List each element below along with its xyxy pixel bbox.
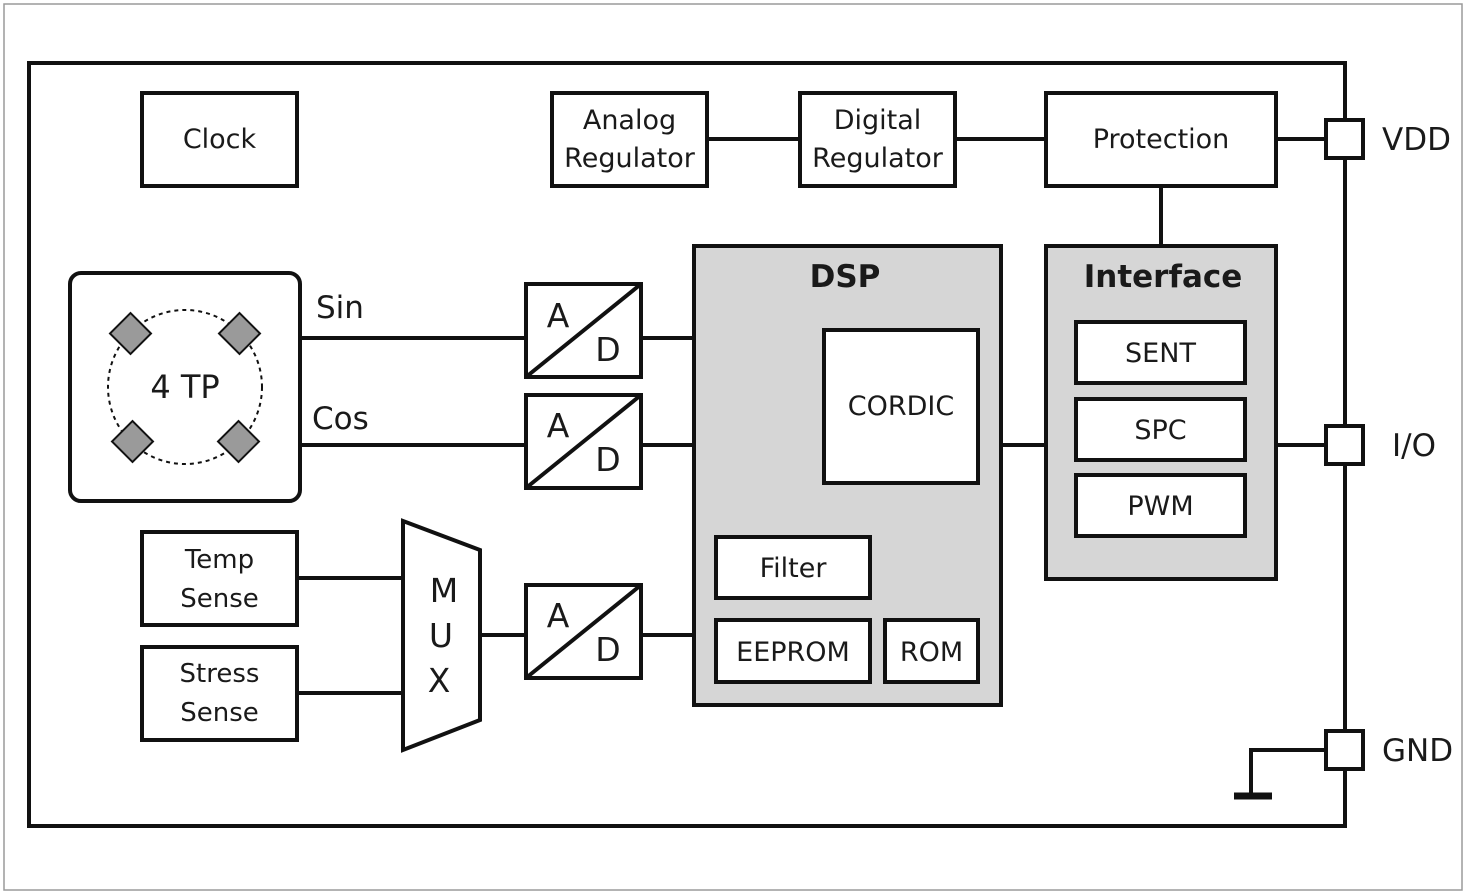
pwm-block [1074,473,1247,538]
connection-wires [297,137,1326,800]
filter-label: Filter [760,553,828,584]
temp-sense-label-line1: Temp [184,545,254,575]
sensor-label: 4 TP [150,368,219,406]
protection-label: Protection [1093,124,1230,155]
digital-regulator-block: Digital Regulator [798,91,957,188]
spc-block [1074,397,1247,462]
dsp-block: DSP CORDIC Filter EEPROM ROM [692,244,1003,707]
adc-cos-d: D [595,440,620,479]
sensor-pad-top-right [217,311,262,356]
filter-block [714,535,872,600]
mux-label-x: X [428,661,451,700]
sin-signal-label: Sin [316,290,364,326]
pin-gnd: GND [1324,729,1453,771]
sensor-pad-bottom-right [216,419,261,464]
rom-label: ROM [900,637,963,668]
adc-aux-a: A [547,596,570,635]
sensor-ring [107,309,263,465]
clock-label: Clock [183,124,257,155]
sensor-block: 4 TP [68,271,302,503]
spc-label: SPC [1134,415,1186,446]
mux-label-m: M [430,571,458,610]
analog-regulator-label-line2: Regulator [564,143,696,174]
eeprom-block [714,618,872,684]
adc-aux: A D [524,583,643,680]
sent-label: SENT [1125,338,1196,369]
cordic-block [822,328,980,485]
analog-regulator-block: Analog Regulator [550,91,709,188]
digital-regulator-label-line2: Regulator [812,143,944,174]
adc-sin: A D [524,282,643,379]
temp-sense-label-line2: Sense [180,584,259,614]
gnd-pin-label: GND [1382,733,1453,769]
interface-block: Interface SENT SPC PWM [1044,244,1278,581]
interface-title: Interface [1084,259,1243,295]
stress-sense-label-line2: Sense [180,698,259,728]
adc-cos: A D [524,393,643,490]
digital-regulator-label-line1: Digital [834,105,922,136]
cos-signal-label: Cos [312,401,369,437]
mux-block: M U X [401,518,482,753]
protection-block: Protection [1044,91,1278,188]
mux-label-u: U [429,616,453,655]
sensor-pad-top-left [108,311,153,356]
stress-sense-label-line1: Stress [180,659,260,689]
pin-io: I/O [1324,424,1436,466]
pwm-label: PWM [1127,491,1193,522]
sensor-pad-bottom-left [110,419,155,464]
vdd-pin-label: VDD [1382,122,1451,158]
adc-cos-a: A [547,406,570,445]
rom-block [883,618,980,684]
cordic-label: CORDIC [848,391,954,422]
temp-sense-block: Temp Sense [140,530,299,627]
stress-sense-block: Stress Sense [140,645,299,742]
clock-block: Clock [140,91,299,188]
pin-vdd: VDD [1324,118,1451,160]
analog-regulator-label-line1: Analog [583,105,676,136]
sent-block [1074,320,1247,385]
io-pin-label: I/O [1392,428,1436,464]
dsp-title: DSP [810,259,881,295]
adc-sin-a: A [547,296,570,335]
adc-sin-d: D [595,330,620,369]
adc-aux-d: D [595,630,620,669]
eeprom-label: EEPROM [736,637,850,668]
